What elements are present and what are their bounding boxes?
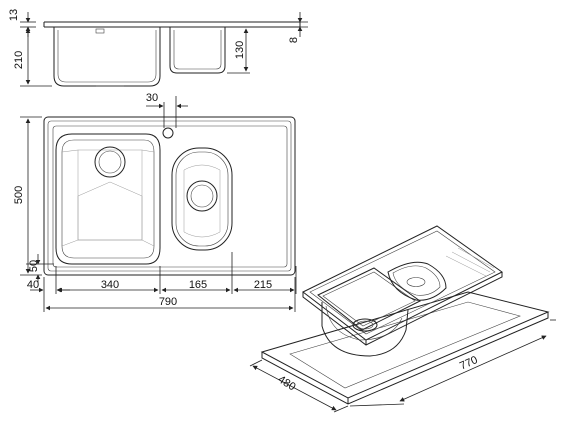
side-view: 13 210 130 8: [8, 9, 308, 87]
dim-13: 13: [8, 9, 20, 21]
dim-40: 40: [27, 279, 39, 291]
top-view: 30 500 50 40 340 165 215 790: [13, 92, 297, 312]
dim-500: 500: [13, 186, 25, 204]
isometric-view: 480 770: [249, 225, 556, 413]
dim-770: 770: [458, 354, 480, 372]
dim-130: 130: [234, 41, 246, 59]
dim-340: 340: [101, 279, 119, 291]
dim-215: 215: [254, 279, 272, 291]
dim-30: 30: [146, 92, 158, 104]
dim-165: 165: [189, 279, 207, 291]
dim-790: 790: [159, 296, 177, 308]
dim-480: 480: [276, 374, 298, 394]
dim-8: 8: [288, 37, 300, 43]
dim-50: 50: [28, 260, 40, 272]
dim-210: 210: [13, 51, 25, 69]
